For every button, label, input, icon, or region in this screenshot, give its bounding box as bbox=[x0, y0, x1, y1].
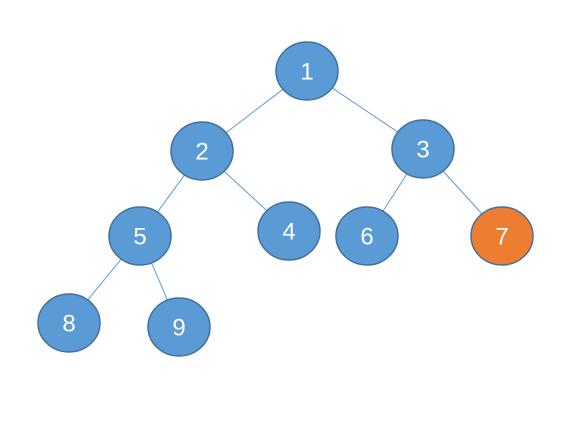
node-circle-8 bbox=[37, 293, 101, 353]
node-circle-5 bbox=[108, 206, 172, 266]
edge-5-8 bbox=[87, 258, 122, 301]
node-label-6: 6 bbox=[360, 224, 373, 251]
edge-2-4 bbox=[223, 170, 268, 212]
node-circle-9 bbox=[147, 297, 211, 357]
tree-node-1: 1 bbox=[275, 41, 339, 101]
tree-node-2: 2 bbox=[170, 121, 234, 181]
node-circle-4 bbox=[257, 201, 321, 261]
edge-2-5 bbox=[157, 174, 185, 213]
edge-3-7 bbox=[442, 170, 483, 215]
tree-node-3: 3 bbox=[391, 119, 455, 179]
node-circle-6 bbox=[335, 206, 399, 266]
tree-node-5: 5 bbox=[108, 206, 172, 266]
node-label-4: 4 bbox=[282, 219, 295, 246]
node-label-8: 8 bbox=[62, 311, 75, 338]
node-label-3: 3 bbox=[416, 137, 429, 164]
tree-node-7: 7 bbox=[470, 206, 534, 266]
edge-1-2 bbox=[225, 88, 284, 134]
node-circle-3 bbox=[391, 119, 455, 179]
node-label-5: 5 bbox=[133, 224, 146, 251]
node-circle-7 bbox=[470, 206, 534, 266]
tree-node-4: 4 bbox=[257, 201, 321, 261]
node-circle-2 bbox=[170, 121, 234, 181]
edge-1-3 bbox=[331, 87, 399, 133]
tree-node-9: 9 bbox=[147, 297, 211, 357]
node-label-9: 9 bbox=[172, 315, 185, 342]
tree-node-8: 8 bbox=[37, 293, 101, 353]
edges-layer bbox=[87, 87, 483, 301]
node-circle-1 bbox=[275, 41, 339, 101]
tree-node-6: 6 bbox=[335, 206, 399, 266]
edge-5-9 bbox=[151, 262, 168, 301]
nodes-layer: 1 2 3 4 5 6 7 8 9 bbox=[37, 41, 534, 357]
edge-3-6 bbox=[382, 173, 408, 212]
node-label-2: 2 bbox=[195, 139, 208, 166]
node-label-7: 7 bbox=[495, 224, 508, 251]
node-label-1: 1 bbox=[300, 59, 313, 86]
